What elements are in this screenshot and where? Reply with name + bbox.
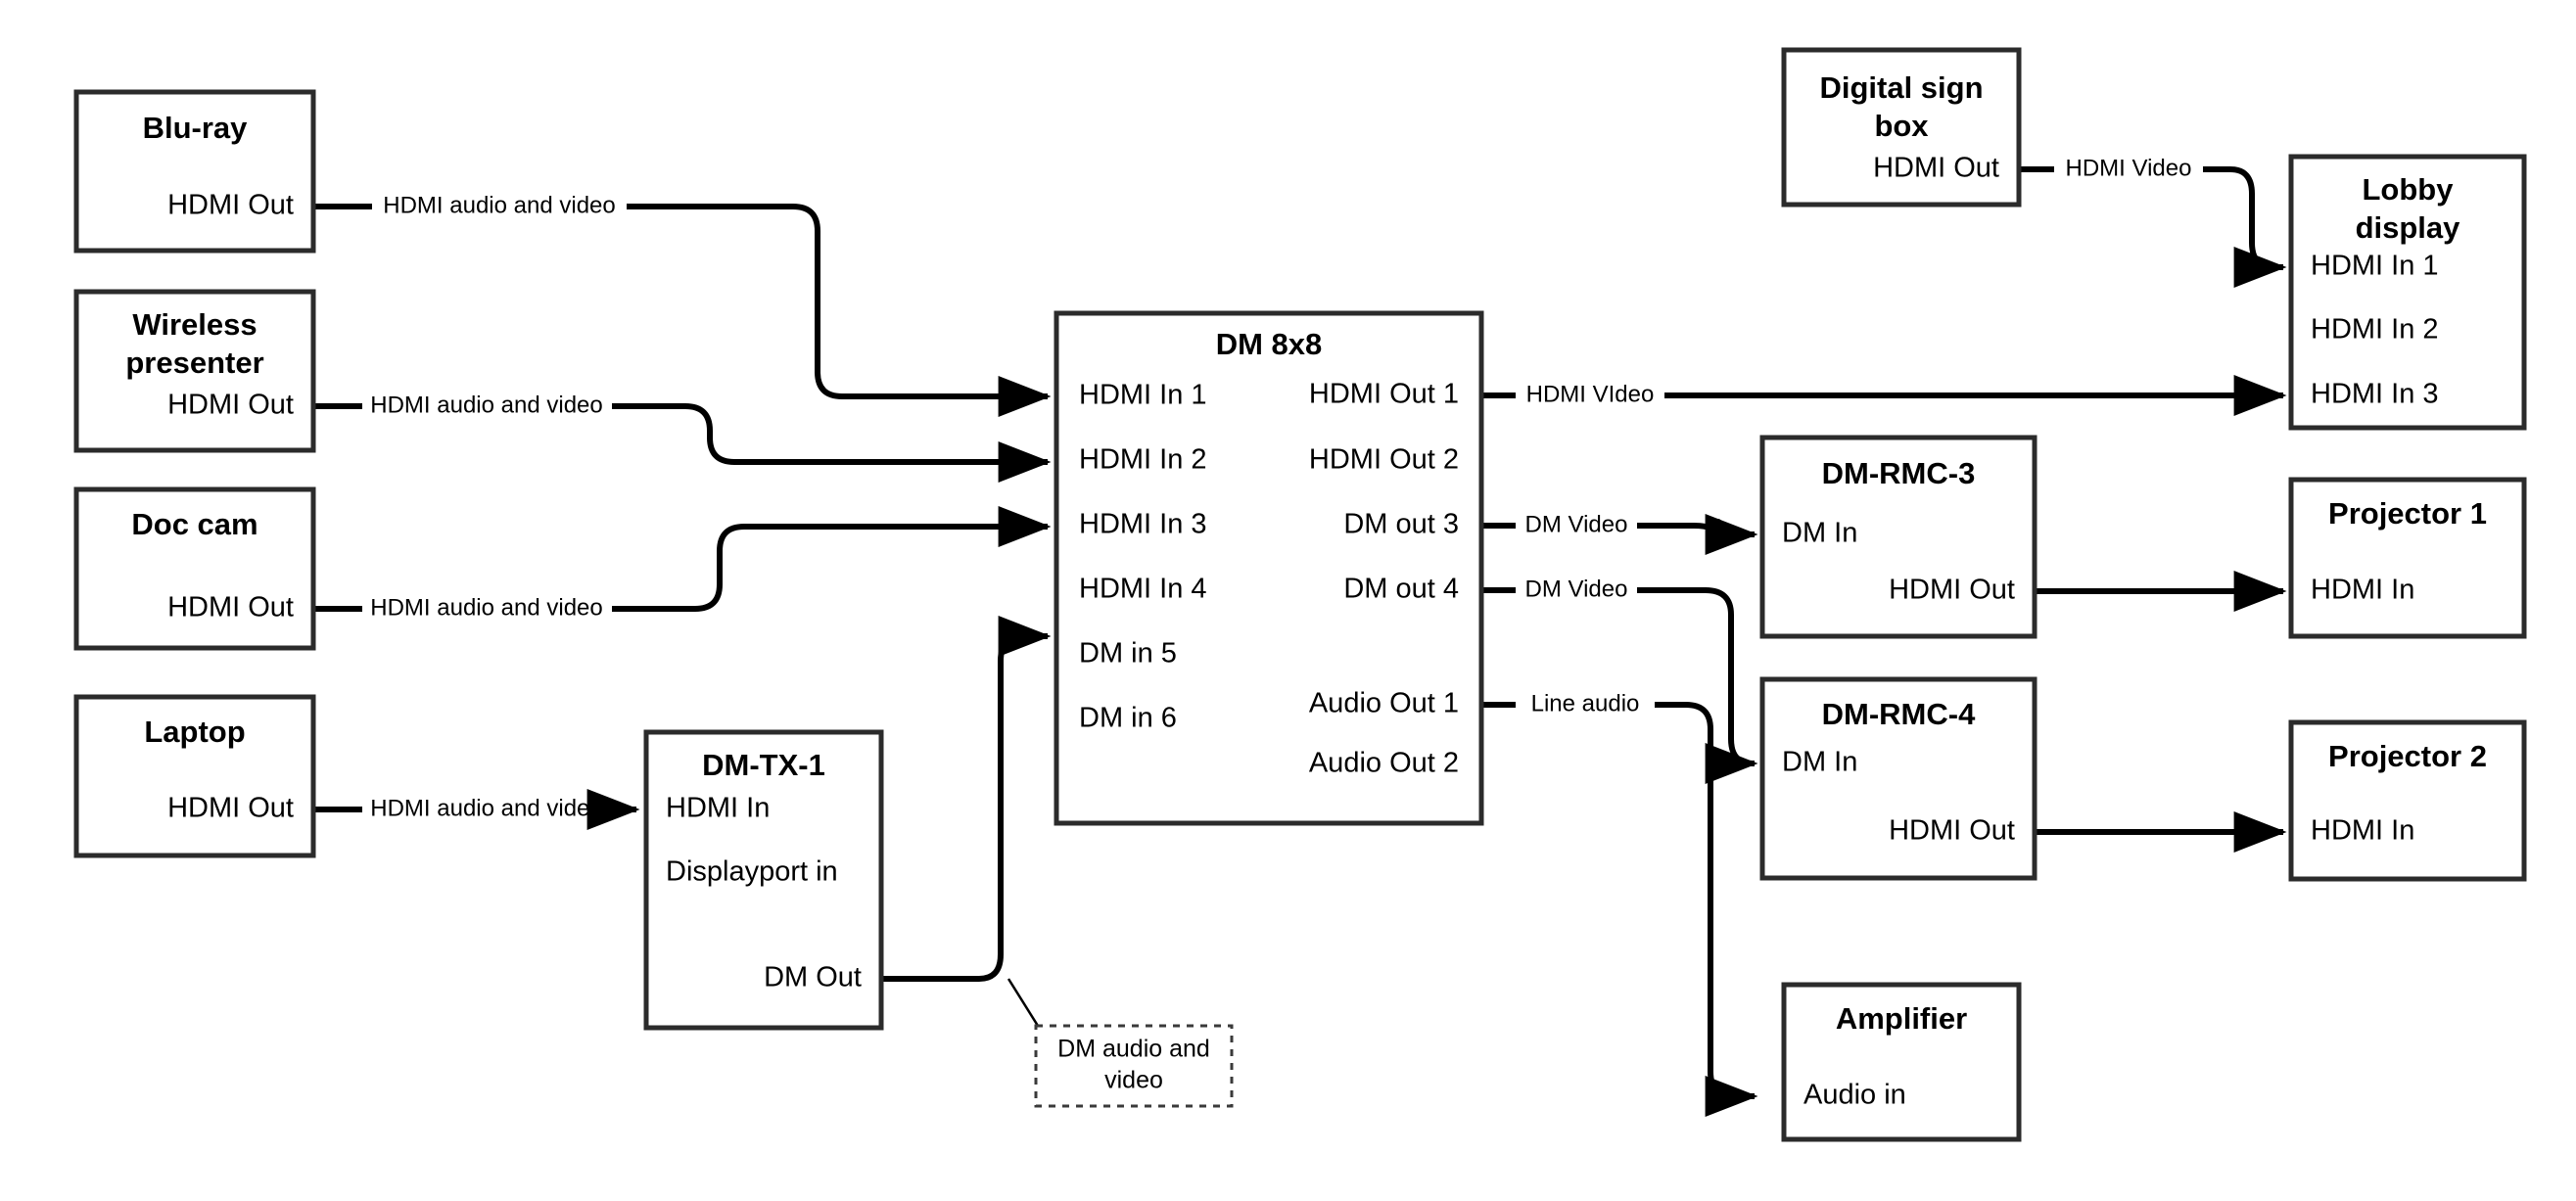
dm-rmc-3-hdmi-out-label: HDMI Out [1889,575,2015,606]
device-wireless-presenter[interactable]: Wireless presenter HDMI Out [73,289,316,453]
wire-sign-to-lobby [2019,166,2283,267]
wireless-presenter-title-line1: Wireless [132,307,257,342]
device-amplifier[interactable]: Amplifier Audio in [1781,982,2022,1142]
projector-2-title: Projector 2 [2328,739,2487,773]
dm-rmc-3-title: DM-RMC-3 [1822,456,1976,490]
label-doccam-to-dm8x8: HDMI audio and video [370,594,602,621]
laptop-title: Laptop [144,715,245,749]
label-dm8x8-audio1-to-amp: Line audio [1531,690,1640,716]
wire-wireless-to-dm8x8 [313,403,1048,462]
digital-sign-box-title-line1: Digital sign [1819,70,1983,105]
bluray-title: Blu-ray [143,111,249,145]
device-dm-rmc-3[interactable]: DM-RMC-3 DM In HDMI Out [1759,435,2037,639]
wire-dm8x8-out4-to-rmc4 [1481,587,1755,763]
dm-rmc-3-dm-in-label: DM In [1782,518,1857,549]
device-dm-rmc-4[interactable]: DM-RMC-4 DM In HDMI Out [1759,676,2037,881]
dm-8x8-input-dm-in-6: DM in 6 [1079,703,1177,734]
label-bluray-to-dm8x8: HDMI audio and video [383,192,615,218]
label-wireless-to-dm8x8: HDMI audio and video [370,392,602,418]
dm-rmc-4-dm-in-label: DM In [1782,747,1857,778]
dm-8x8-output-dm-out-4: DM out 4 [1343,574,1459,605]
device-projector-1[interactable]: Projector 1 HDMI In [2288,477,2527,639]
label-laptop-to-dmtx1: HDMI audio and video [370,795,602,821]
laptop-box [73,694,316,858]
label-sign-to-lobby: HDMI Video [2066,155,2192,181]
device-dm-tx-1[interactable]: DM-TX-1 HDMI In Displayport in DM Out [643,729,884,1031]
dm-8x8-input-hdmi-in-1: HDMI In 1 [1079,380,1207,411]
dm-8x8-output-hdmi-out-2: HDMI Out 2 [1309,444,1459,476]
wireless-presenter-title-line2: presenter [125,346,263,380]
amplifier-audio-in-label: Audio in [1803,1080,1906,1111]
wireless-presenter-hdmi-out-label: HDMI Out [167,390,294,421]
projector-1-box [2288,477,2527,639]
device-projector-2[interactable]: Projector 2 HDMI In [2288,719,2527,882]
dm-8x8-output-audio-out-1: Audio Out 1 [1309,688,1459,719]
device-bluray[interactable]: Blu-ray HDMI Out [73,89,316,254]
wire-dm8x8-out3-to-rmc3 [1481,522,1755,538]
dm-tx-1-displayport-in-label: Displayport in [666,856,838,888]
lobby-display-input-hdmi-in-3: HDMI In 3 [2311,379,2439,410]
note-dm-audio-and-video: DM audio and video [1034,1024,1234,1108]
device-doc-cam[interactable]: Doc cam HDMI Out [73,486,316,651]
dm-8x8-input-dm-in-5: DM in 5 [1079,638,1177,670]
lobby-display-input-hdmi-in-1: HDMI In 1 [2311,251,2439,282]
dm-rmc-4-title: DM-RMC-4 [1822,697,1976,731]
digital-sign-box-rect [1781,47,2022,208]
dm-tx-1-box [643,729,884,1031]
label-dm8x8-out4-to-rmc4: DM Video [1525,576,1628,602]
dm-8x8-output-audio-out-2: Audio Out 2 [1309,748,1459,779]
laptop-hdmi-out-label: HDMI Out [167,793,294,824]
dm-rmc-4-hdmi-out-label: HDMI Out [1889,815,2015,847]
device-digital-sign-box[interactable]: Digital sign box HDMI Out [1781,47,2022,208]
device-dm-8x8[interactable]: DM 8x8 HDMI In 1 HDMI In 2 HDMI In 3 HDM… [1054,310,1484,826]
dm-8x8-title: DM 8x8 [1216,327,1323,361]
lobby-display-title-line2: display [2356,210,2461,245]
device-laptop[interactable]: Laptop HDMI Out [73,694,316,858]
dm-tx-1-title: DM-TX-1 [702,748,825,782]
wire-doccam-to-dm8x8 [313,527,1048,612]
dm-tx-1-hdmi-in-label: HDMI In [666,793,770,824]
dm-8x8-box [1054,310,1484,826]
doc-cam-title: Doc cam [131,507,258,541]
dm-8x8-output-dm-out-3: DM out 3 [1343,509,1459,540]
doc-cam-box [73,486,316,651]
wire-bluray-to-dm8x8 [313,204,1048,396]
wireless-presenter-box [73,289,316,453]
bluray-box [73,89,316,254]
projector-1-hdmi-in-label: HDMI In [2311,575,2414,606]
device-lobby-display[interactable]: Lobby display HDMI In 1 HDMI In 2 HDMI I… [2288,154,2527,431]
digital-sign-box-hdmi-out-label: HDMI Out [1873,153,1999,184]
projector-2-hdmi-in-label: HDMI In [2311,815,2414,847]
bluray-hdmi-out-label: HDMI Out [167,190,294,221]
amplifier-box [1781,982,2022,1142]
dm-8x8-input-hdmi-in-3: HDMI In 3 [1079,509,1207,540]
projector-2-box [2288,719,2527,882]
lobby-display-input-hdmi-in-2: HDMI In 2 [2311,314,2439,346]
projector-1-title: Projector 1 [2328,496,2487,531]
note-dm-link-box [1034,1024,1234,1108]
lobby-display-title-line1: Lobby [2363,172,2455,207]
wire-dmtx1-to-dm8x8 [881,616,1052,982]
label-dm8x8-out3-to-rmc3: DM Video [1525,511,1628,537]
doc-cam-hdmi-out-label: HDMI Out [167,592,294,624]
amplifier-title: Amplifier [1836,1001,1967,1036]
dm-tx-1-dm-out-label: DM Out [764,962,862,993]
dm-8x8-output-hdmi-out-1: HDMI Out 1 [1309,379,1459,410]
dm-rmc-3-box [1759,435,2037,639]
dm-8x8-input-hdmi-in-2: HDMI In 2 [1079,444,1207,476]
note-dm-link-line2: video [1104,1067,1163,1094]
dm-rmc-4-box [1759,676,2037,881]
digital-sign-box-title-line2: box [1874,109,1929,143]
note-dm-link-line1: DM audio and [1057,1036,1210,1063]
label-dm8x8-out1-to-lobby: HDMI VIdeo [1526,381,1655,407]
wire-dm8x8-audio1-to-amp [1481,702,1755,1096]
dm-8x8-input-hdmi-in-4: HDMI In 4 [1079,574,1207,605]
lobby-display-box [2288,154,2527,431]
